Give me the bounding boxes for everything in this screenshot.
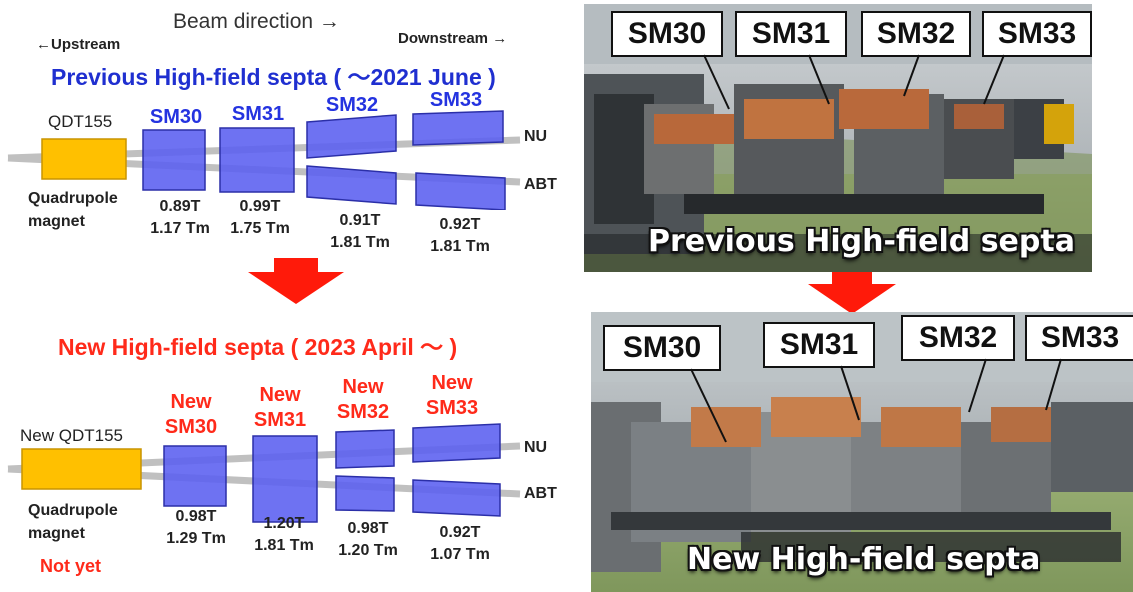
previous-sm31-integral: 1.75 Tm [230, 220, 290, 237]
new-sm32-name-2: SM32 [336, 401, 390, 423]
new-callout-sm32: SM32 [901, 315, 1015, 361]
new-septa-photo: SM30 SM31 SM32 SM33 New High-field septa [591, 312, 1133, 592]
previous-beamline-diagram [7, 110, 521, 210]
new-quadrupole-label-1: Quadrupole [28, 502, 118, 519]
previous-callout-sm32: SM32 [861, 11, 971, 57]
new-sm32-integral: 1.20 Tm [338, 542, 398, 559]
new-beamline-diagram [7, 423, 521, 523]
previous-callout-sm31: SM31 [735, 11, 847, 57]
new-sm33-field: 0.92T [439, 524, 481, 541]
transition-arrow-icon [248, 258, 344, 304]
magnet-new-sm32-nu [335, 429, 395, 469]
magnet-sm32-abt [306, 165, 397, 205]
new-quadrupole-label-2: magnet [28, 525, 85, 542]
previous-callout-pointers [703, 54, 1005, 110]
previous-sm30-name: SM30 [149, 106, 203, 128]
quadrupole-qdt155 [41, 138, 127, 180]
previous-quadrupole-name: QDT155 [48, 112, 113, 131]
new-sm33-name-2: SM33 [425, 397, 479, 419]
previous-quadrupole-label-2: magnet [28, 213, 85, 230]
previous-title: Previous High-field septa ( ～2021 June ) [51, 64, 496, 90]
previous-sm33-field: 0.92T [439, 216, 481, 233]
upstream-label: ←Upstream [36, 36, 121, 53]
magnet-new-sm32-abt [335, 475, 395, 512]
magnet-sm31 [219, 127, 295, 193]
magnet-sm33-abt [415, 172, 506, 210]
previous-callout-sm30: SM30 [611, 11, 723, 57]
new-quadrupole-name: New QDT155 [20, 426, 123, 445]
new-title: New High-field septa ( 2023 April ～ ) [58, 334, 458, 360]
new-sm31-name-1: New [259, 384, 301, 406]
previous-nu-label: NU [524, 128, 548, 145]
new-callout-pointers [690, 358, 1062, 443]
previous-sm33-name: SM33 [429, 89, 483, 111]
previous-septa-photo: SM30 SM31 SM32 SM33 Previous High-field … [584, 4, 1092, 272]
previous-sm31-field: 0.99T [239, 198, 281, 215]
new-nu-label: NU [524, 439, 548, 456]
new-callout-sm30: SM30 [603, 325, 721, 371]
magnet-new-sm30 [163, 445, 227, 507]
magnet-sm30 [142, 129, 206, 191]
previous-sm30-field: 0.89T [159, 198, 201, 215]
magnet-new-sm33-nu [412, 423, 501, 463]
magnet-sm32-nu [306, 114, 397, 159]
previous-abt-label: ABT [524, 176, 557, 193]
magnet-sm33-nu [412, 110, 504, 146]
new-callout-sm31: SM31 [763, 322, 875, 368]
new-quadrupole-status: Not yet [40, 556, 102, 576]
new-sm33-integral: 1.07 Tm [430, 546, 490, 563]
previous-sm32-integral: 1.81 Tm [330, 234, 390, 251]
previous-sm32-name: SM32 [325, 94, 379, 116]
magnet-new-sm31 [252, 435, 318, 523]
new-sm32-field: 0.98T [347, 520, 389, 537]
new-callout-sm33: SM33 [1025, 315, 1133, 361]
beam-direction-label: Beam direction → [173, 10, 340, 33]
previous-photo-caption: Previous High-field septa [648, 224, 1075, 259]
previous-sm33-integral: 1.81 Tm [430, 238, 490, 255]
new-sm30-field: 0.98T [175, 508, 217, 525]
new-sm33-name-1: New [431, 372, 473, 394]
quadrupole-new-qdt155 [21, 448, 142, 490]
new-sm30-integral: 1.29 Tm [166, 530, 226, 547]
previous-quadrupole-label-1: Quadrupole [28, 190, 118, 207]
new-sm30-name-2: SM30 [164, 416, 218, 438]
new-sm31-integral: 1.81 Tm [254, 537, 314, 554]
previous-sm32-field: 0.91T [339, 212, 381, 229]
new-sm31-field: 1.20T [263, 515, 305, 532]
new-photo-caption: New High-field septa [687, 542, 1041, 577]
downstream-label: Downstream → [398, 30, 508, 47]
new-sm31-name-2: SM31 [253, 409, 307, 431]
photo-transition-arrow-icon [808, 272, 896, 314]
new-sm32-name-1: New [342, 376, 384, 398]
magnet-new-sm33-abt [412, 479, 501, 517]
new-sm30-name-1: New [170, 391, 212, 413]
previous-sm30-integral: 1.17 Tm [150, 220, 210, 237]
new-abt-label: ABT [524, 485, 557, 502]
previous-callout-sm33: SM33 [982, 11, 1092, 57]
previous-sm31-name: SM31 [231, 103, 285, 125]
